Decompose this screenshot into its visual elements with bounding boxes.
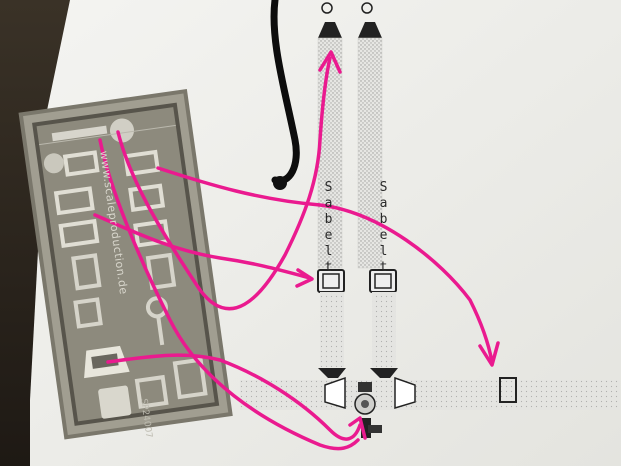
arrow-to-top-anchor [116,56,332,311]
arrowhead-adjuster [478,341,500,367]
shoulder-belt-left [317,2,346,378]
arrowhead-buckle [295,268,314,288]
arrow-to-adjuster [156,166,494,364]
arrowhead-lap [348,416,367,440]
arrow-long [98,138,360,451]
black-cable [270,0,300,185]
pink-arrows [93,50,500,451]
belt-label-right: Sabelt [376,180,391,276]
photo-etch-fret [18,89,233,440]
cable-end [273,176,287,190]
belt-label-left: Sabelt [321,180,336,276]
arrowhead-top [318,50,342,74]
shoulder-belt-right [357,2,398,378]
arrow-to-buckle [93,213,312,280]
arrow-to-lap-buckle [106,353,362,441]
